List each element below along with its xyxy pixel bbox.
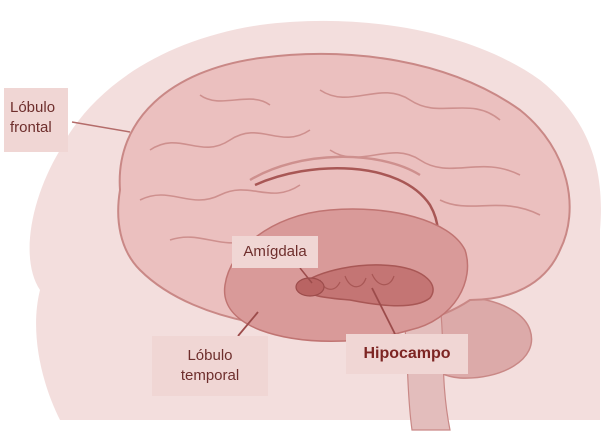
label-temporal-line-2: temporal	[152, 366, 268, 386]
label-frontal-line-1: Lóbulo	[10, 98, 68, 118]
label-amygdala: Amígdala	[232, 236, 318, 268]
label-temporal-line-1: Lóbulo	[152, 346, 268, 366]
label-hippocampus: Hipocampo	[346, 334, 468, 374]
label-frontal-line-2: frontal	[10, 118, 68, 138]
label-temporal-lobe: Lóbulo temporal	[152, 336, 268, 396]
label-amygdala-text: Amígdala	[232, 242, 318, 262]
label-frontal-lobe: Lóbulo frontal	[4, 88, 68, 152]
label-hippocampus-text: Hipocampo	[346, 344, 468, 364]
